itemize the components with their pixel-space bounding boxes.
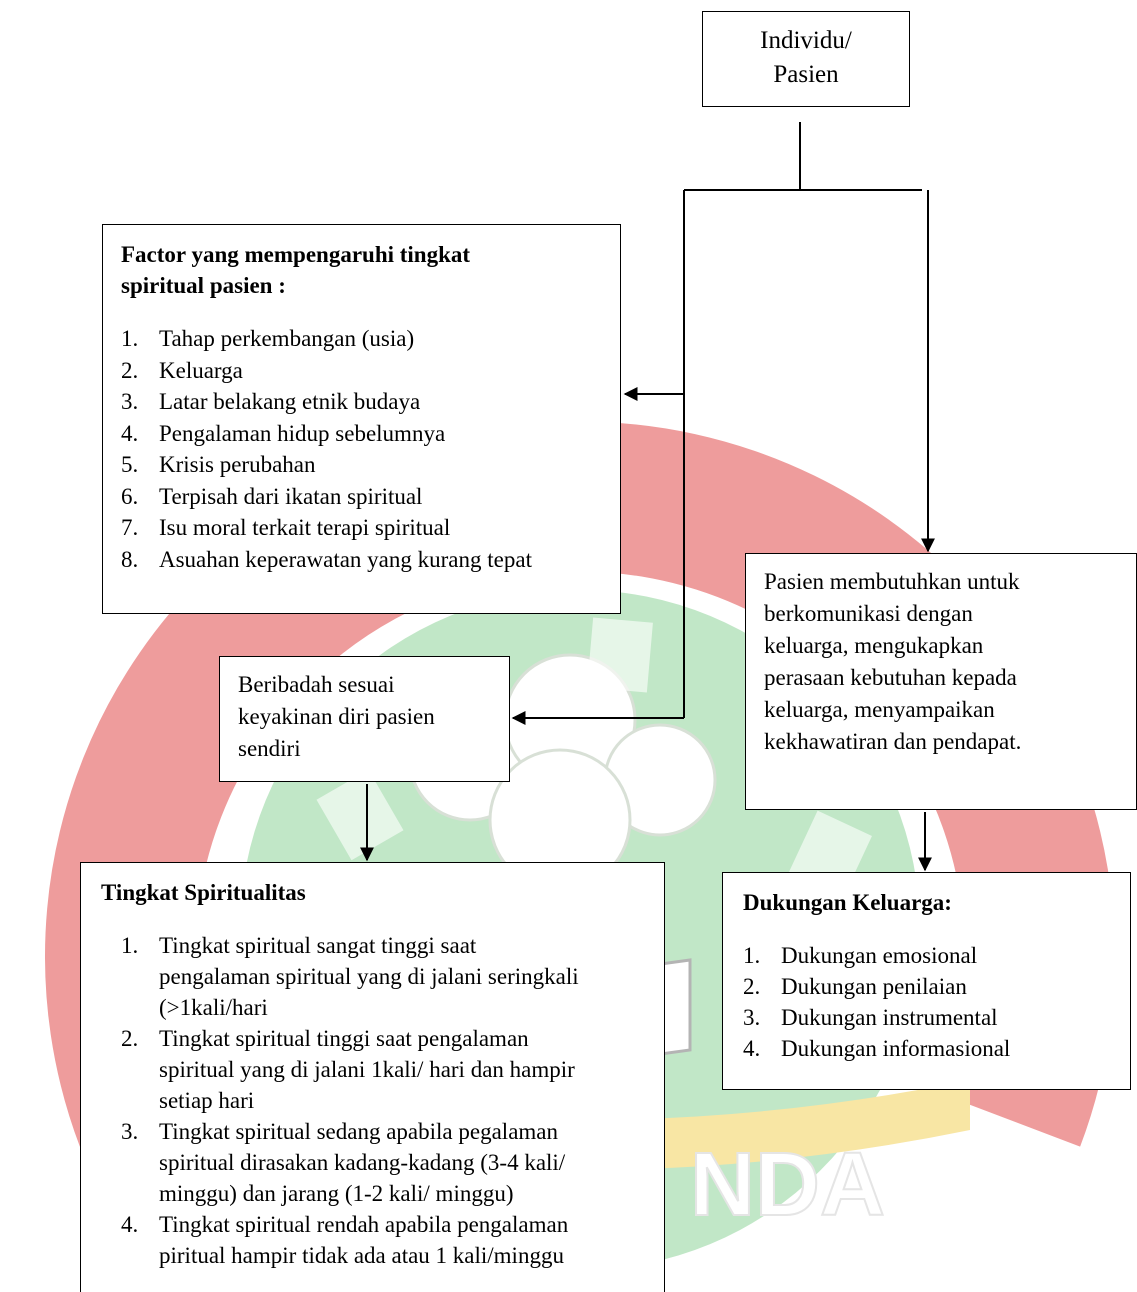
factor-item-text: Isu moral terkait terapi spiritual (159, 515, 451, 540)
factor-item-text: Tahap perkembangan (usia) (159, 326, 415, 351)
need-line: Pasien membutuhkan untuk (764, 569, 1020, 594)
tingkat-spiritualitas-box: Tingkat Spiritualitas 1. Tingkat spiritu… (80, 862, 665, 1292)
dukungan-item: 3. Dukungan instrumental (743, 1002, 1130, 1033)
need-line: berkomunikasi dengan (764, 601, 973, 626)
factor-box: Factor yang mempengaruhi tingkat spiritu… (102, 224, 621, 614)
factor-item-num: 3. (121, 389, 139, 414)
dukungan-list: 1. Dukungan emosional 2. Dukungan penilaia… (743, 940, 1130, 1064)
factor-item-num: 6. (121, 483, 139, 509)
tingkat-item: 1. Tingkat spiritual sangat tinggi saat … (121, 930, 664, 1023)
tingkat-item-line: Tingkat spiritual rendah apabila pengala… (159, 1212, 569, 1237)
tingkat-item-line: piritual hampir tidak ada atau 1 kali/mi… (159, 1243, 564, 1268)
need-line: kekhawatiran dan pendapat. (764, 729, 1022, 754)
ibadah-line: keyakinan diri pasien (238, 704, 435, 729)
need-line: keluarga, menyampaikan (764, 697, 995, 722)
factor-item-num: 4. (121, 420, 139, 446)
individu-label: Individu/ (760, 27, 852, 54)
dukungan-item-text: Dukungan informasional (781, 1036, 1011, 1061)
dukungan-item-num: 2. (743, 974, 761, 999)
ibadah-line: sendiri (238, 736, 301, 761)
factor-list: 1. Tahap perkembangan (usia) 2. Keluarga 3… (121, 323, 620, 575)
factor-item: 6. Terpisah dari ikatan spiritual (121, 481, 620, 513)
tingkat-item-num: 4. (121, 1212, 139, 1237)
factor-item-num: 5. (121, 452, 139, 477)
dukungan-item: 2. Dukungan penilaian (743, 971, 1130, 1002)
tingkat-item-num: 2. (121, 1026, 139, 1051)
ibadah-line: Beribadah sesuai (238, 672, 395, 697)
tingkat-item-line: pengalaman spiritual yang di jalani seri… (159, 964, 579, 989)
dukungan-item-num: 3. (743, 1005, 761, 1030)
dukungan-item-num: 4. (743, 1036, 761, 1061)
pasien-label: Pasien (773, 61, 839, 88)
factor-item: 2. Keluarga (121, 355, 620, 387)
tingkat-title: Tingkat Spiritualitas (101, 880, 306, 905)
factor-item: 3. Latar belakang etnik budaya (121, 386, 620, 418)
factor-item-num: 8. (121, 546, 139, 572)
tingkat-item: 2. Tingkat spiritual tinggi saat pengala… (121, 1023, 664, 1116)
tingkat-item-line: (>1kali/hari (159, 995, 268, 1020)
factor-title-line1: Factor yang mempengaruhi tingkat (121, 242, 471, 267)
tingkat-item-line: minggu) dan jarang (1-2 kali/ minggu) (159, 1181, 514, 1206)
dukungan-item: 4. Dukungan informasional (743, 1033, 1130, 1064)
dukungan-item-text: Dukungan emosional (781, 943, 978, 968)
need-line: keluarga, mengukapkan (764, 633, 984, 658)
tingkat-item-line: spiritual yang di jalani 1kali/ hari dan… (159, 1057, 575, 1082)
tingkat-item: 4. Tingkat spiritual rendah apabila peng… (121, 1209, 664, 1271)
factor-item-num: 7. (121, 515, 139, 540)
watermark-text-fragment: NDA (690, 1135, 885, 1235)
factor-item-text: Terpisah dari ikatan spiritual (159, 483, 423, 509)
factor-item: 1. Tahap perkembangan (usia) (121, 323, 620, 355)
tingkat-item-line: Tingkat spiritual sangat tinggi saat (159, 933, 477, 958)
tingkat-item-num: 1. (121, 933, 139, 958)
factor-item-text: Pengalaman hidup sebelumnya (159, 420, 446, 446)
tingkat-item: 3. Tingkat spiritual sedang apabila pega… (121, 1116, 664, 1209)
tingkat-item-line: spiritual dirasakan kadang-kadang (3-4 k… (159, 1150, 566, 1175)
dukungan-item-text: Dukungan instrumental (781, 1005, 998, 1030)
dukungan-keluarga-box: Dukungan Keluarga: 1. Dukungan emosional … (722, 872, 1131, 1090)
tingkat-item-line: Tingkat spiritual tinggi saat pengalaman (159, 1026, 529, 1051)
komunikasi-need-box: Pasien membutuhkan untuk berkomunikasi d… (745, 553, 1137, 810)
factor-item: 5. Krisis perubahan (121, 449, 620, 481)
need-line: perasaan kebutuhan kepada (764, 665, 1017, 690)
factor-item: 4. Pengalaman hidup sebelumnya (121, 418, 620, 450)
tingkat-item-line: setiap hari (159, 1088, 255, 1113)
factor-item-text: Krisis perubahan (159, 452, 316, 477)
dukungan-item-num: 1. (743, 943, 761, 968)
tingkat-item-line: Tingkat spiritual sedang apabila pegalam… (159, 1119, 558, 1144)
factor-title-line2: spiritual pasien : (121, 273, 286, 298)
factor-item: 7. Isu moral terkait terapi spiritual (121, 512, 620, 544)
dukungan-item: 1. Dukungan emosional (743, 940, 1130, 971)
individu-pasien-box: Individu/ Pasien (702, 11, 910, 107)
tingkat-item-num: 3. (121, 1119, 139, 1144)
dukungan-item-text: Dukungan penilaian (781, 974, 967, 999)
dukungan-title: Dukungan Keluarga: (743, 890, 952, 915)
factor-item-text: Keluarga (159, 357, 243, 383)
beribadah-box: Beribadah sesuai keyakinan diri pasien s… (219, 656, 510, 782)
tingkat-list: 1. Tingkat spiritual sangat tinggi saat … (121, 930, 664, 1271)
factor-item-text: Asuahan keperawatan yang kurang tepat (159, 546, 532, 572)
factor-item-num: 2. (121, 357, 139, 383)
factor-item: 8. Asuahan keperawatan yang kurang tepat (121, 544, 620, 576)
factor-item-text: Latar belakang etnik budaya (159, 389, 421, 414)
factor-item-num: 1. (121, 326, 139, 351)
